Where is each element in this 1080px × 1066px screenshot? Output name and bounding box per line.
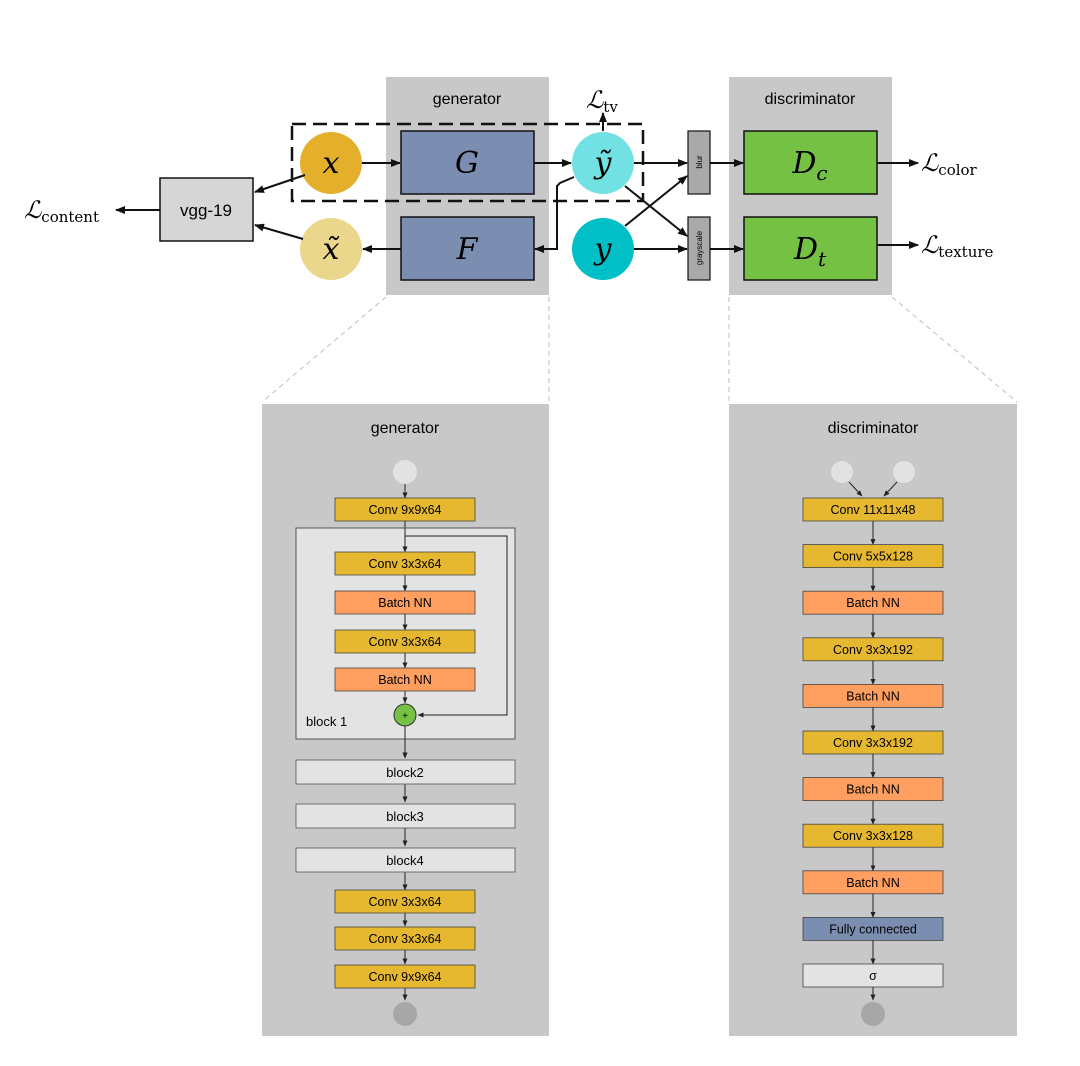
disc-input-node-2 bbox=[893, 461, 915, 483]
gen-conv-b-label: Conv 3x3x64 bbox=[369, 932, 442, 946]
generated-y-node bbox=[572, 132, 634, 194]
loss-texture-label: ℒtexture bbox=[921, 231, 994, 261]
discriminator-detail-title: discriminator bbox=[828, 420, 919, 437]
generator-output-node bbox=[393, 1002, 417, 1026]
block4-box bbox=[295, 847, 516, 873]
discriminator-Dt-box bbox=[743, 216, 878, 281]
disc-layer-11-label: σ bbox=[869, 969, 877, 983]
reconstructed-x-label: x̃ bbox=[323, 232, 341, 267]
block1-conv2-label: Conv 3x3x64 bbox=[369, 635, 442, 649]
target-y-node bbox=[572, 218, 634, 280]
inverse-F-box bbox=[400, 216, 535, 281]
generator-input-node bbox=[393, 460, 417, 484]
disc-layer-6-label: Conv 3x3x192 bbox=[833, 736, 913, 750]
disc-layer-3-label: Batch NN bbox=[846, 596, 900, 610]
input-x-node bbox=[300, 132, 362, 194]
arrow-y-to-blur bbox=[624, 175, 688, 227]
arrow-xtilde-to-vgg bbox=[254, 223, 304, 240]
generator-G-label: G bbox=[455, 146, 479, 181]
skip-connection bbox=[405, 535, 508, 718]
block2-label: block2 bbox=[386, 765, 424, 780]
blur-label: blur bbox=[695, 155, 704, 169]
generated-y-label: ỹ bbox=[593, 146, 613, 181]
arrow-ytilde-to-F bbox=[534, 176, 575, 253]
gen-conv1-box bbox=[334, 497, 476, 522]
disc-layer-9-label: Batch NN bbox=[846, 876, 900, 890]
zoom-guide-lines bbox=[261, 296, 1018, 403]
discriminator-panel-title: discriminator bbox=[765, 91, 856, 108]
loss-content-label: ℒcontent bbox=[24, 196, 99, 226]
gen-conv-a-label: Conv 3x3x64 bbox=[369, 895, 442, 909]
disc-output-node bbox=[861, 1002, 885, 1026]
discriminator-Dc-box bbox=[743, 130, 878, 195]
block1-conv1-label: Conv 3x3x64 bbox=[369, 557, 442, 571]
reconstructed-x-node bbox=[300, 218, 362, 280]
top-arrows bbox=[115, 112, 919, 253]
block3-box bbox=[295, 803, 516, 829]
block1-label: block 1 bbox=[306, 714, 347, 729]
inverse-F-label: F bbox=[456, 232, 479, 267]
block2-box bbox=[295, 759, 516, 785]
vgg-19-label: vgg-19 bbox=[180, 201, 232, 220]
disc-layer-2-label: Conv 5x5x128 bbox=[833, 550, 913, 564]
block3-label: block3 bbox=[386, 809, 424, 824]
disc-layer-1-label: Conv 11x11x48 bbox=[830, 503, 915, 517]
discriminator-Dc-label: Dc bbox=[791, 146, 827, 185]
disc-layer-10-label: Fully connected bbox=[829, 922, 917, 936]
gen-conv-b-box bbox=[334, 926, 476, 951]
disc-layer-5-label: Batch NN bbox=[846, 689, 900, 703]
generator-panel-title: generator bbox=[433, 91, 502, 108]
gen-conv-c-label: Conv 9x9x64 bbox=[369, 970, 442, 984]
disc-layer-7-label: Batch NN bbox=[846, 783, 900, 797]
input-x-label: x bbox=[323, 146, 340, 181]
vgg-19-box bbox=[159, 177, 254, 242]
gen-conv-c-box bbox=[334, 964, 476, 989]
disc-layer-4-label: Conv 3x3x192 bbox=[833, 643, 913, 657]
discriminator-Dt-label: Dt bbox=[793, 232, 827, 271]
grayscale-label: grayscale bbox=[695, 230, 704, 265]
disc-input-arrows bbox=[848, 481, 898, 497]
loss-tv-label: ℒtv bbox=[586, 86, 618, 116]
disc-input-node-1 bbox=[831, 461, 853, 483]
arrow-ytilde-to-grayscale bbox=[624, 185, 688, 237]
arrow-x-to-vgg bbox=[254, 174, 306, 193]
generator-detail-title: generator bbox=[371, 420, 440, 437]
gen-conv-a-box bbox=[334, 889, 476, 914]
block1-bn2-label: Batch NN bbox=[378, 673, 432, 687]
block4-label: block4 bbox=[386, 853, 424, 868]
block1-bn1-label: Batch NN bbox=[378, 596, 432, 610]
gen-conv1-label: Conv 9x9x64 bbox=[369, 503, 442, 517]
residual-add-symbol: + bbox=[402, 711, 408, 722]
loss-color-label: ℒcolor bbox=[921, 149, 978, 179]
target-y-label: y bbox=[593, 232, 613, 267]
generator-G-box bbox=[400, 130, 535, 195]
disc-layer-8-label: Conv 3x3x128 bbox=[833, 829, 913, 843]
